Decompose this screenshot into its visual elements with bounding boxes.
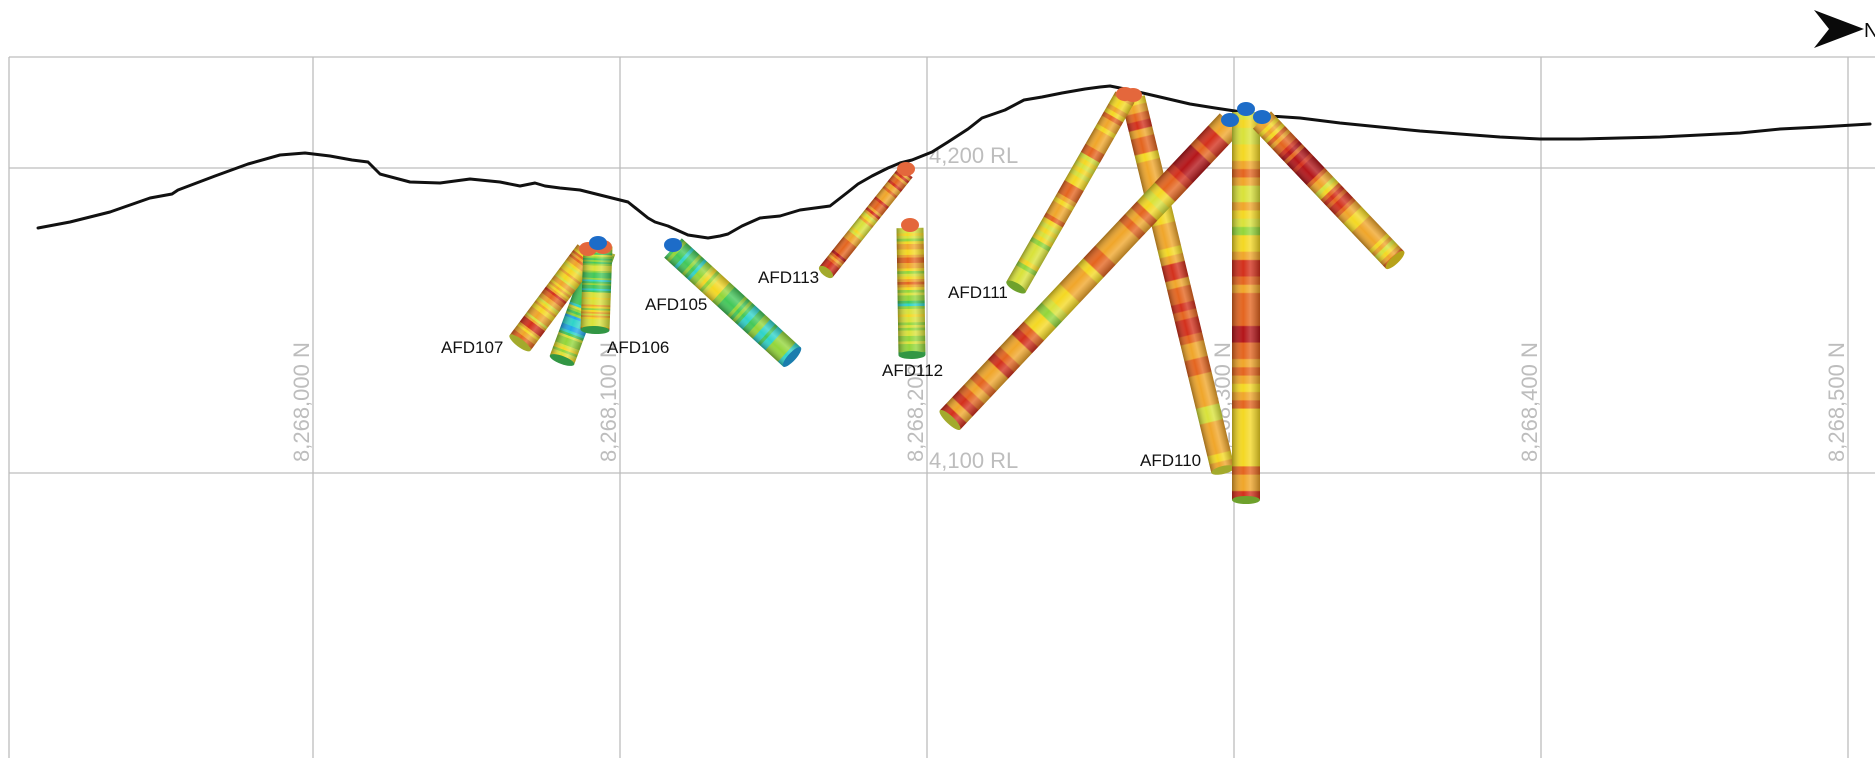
topography-profile <box>36 84 1872 240</box>
hole-label-afd112: AFD112 <box>882 361 943 380</box>
drill-hole-afd114 <box>939 113 1241 431</box>
collar-marker-afd115 <box>1237 102 1255 116</box>
north-arrow: N <box>1814 10 1875 48</box>
drill-hole-shading <box>580 245 613 331</box>
hole-label-afd105: AFD105 <box>645 295 707 314</box>
northing-label-8268000: 8,268,000 N <box>289 342 314 462</box>
drill-hole-shading <box>1252 111 1405 269</box>
drill-holes <box>509 87 1405 504</box>
hole-label-afd111: AFD111 <box>948 283 1008 302</box>
drill-hole-shading <box>1232 112 1260 500</box>
collar-marker-afd114 <box>1221 113 1239 127</box>
drill-hole-end-cap <box>1211 465 1235 475</box>
drill-hole-shading <box>509 244 599 351</box>
drill-hole-end-cap <box>509 334 531 352</box>
collar-marker-afd116 <box>1253 110 1271 124</box>
hole-label-afd110: AFD110 <box>1140 451 1201 470</box>
north-arrow-label: N <box>1864 20 1875 42</box>
drill-hole-shading <box>939 113 1241 430</box>
rl-label-4200: 4,200 RL <box>929 143 1018 168</box>
drill-hole-afd112 <box>896 227 926 360</box>
northing-label-8268500: 8,268,500 N <box>1824 342 1849 462</box>
collar-marker-afd117 <box>589 236 607 250</box>
drill-hole-afd105 <box>664 238 802 367</box>
drill-hole-end-cap <box>1006 280 1026 294</box>
collar-marker-afd112 <box>901 218 919 232</box>
drill-hole-afd113 <box>818 166 913 279</box>
hole-label-afd107: AFD107 <box>441 338 503 357</box>
drill-hole-end-cap <box>1385 250 1405 270</box>
drill-hole-shading <box>819 166 913 278</box>
drill-hole-end-cap <box>1232 496 1260 504</box>
drill-hole-shading <box>664 238 801 367</box>
northing-label-8268200: 8,268,200 N <box>903 342 928 462</box>
collar-marker-afd105 <box>664 238 682 252</box>
collar-marker-afd113 <box>897 162 915 176</box>
drill-hole-end-cap <box>939 409 961 431</box>
drill-hole-afd111 <box>1006 91 1135 294</box>
drill-hole-end-cap <box>782 347 802 367</box>
section-grid <box>8 56 1875 758</box>
drill-hole-shading <box>896 227 926 356</box>
drill-hole-afd116 <box>1252 111 1405 270</box>
drill-hole-shading <box>1006 91 1135 293</box>
drill-hole-end-cap <box>549 354 575 366</box>
northing-label-8268100: 8,268,100 N <box>596 342 621 462</box>
north-arrow-icon <box>1814 10 1864 48</box>
drill-hole-afd117 <box>580 245 613 335</box>
drill-hole-end-cap <box>580 325 610 335</box>
northing-label-8268400: 8,268,400 N <box>1517 342 1542 462</box>
drill-hole-afd115 <box>1232 112 1260 504</box>
hole-label-afd106: AFD106 <box>607 338 669 357</box>
grid-labels: 4,200 RL 4,100 RL 8,268,000 N 8,268,100 … <box>289 143 1849 473</box>
collar-marker-afd111 <box>1116 87 1134 101</box>
drill-hole-end-cap <box>898 350 926 360</box>
drill-hole-afd107 <box>509 244 599 352</box>
hole-label-afd113: AFD113 <box>758 268 819 287</box>
drill-hole-end-cap <box>818 265 834 279</box>
rl-label-4100: 4,100 RL <box>929 448 1018 473</box>
